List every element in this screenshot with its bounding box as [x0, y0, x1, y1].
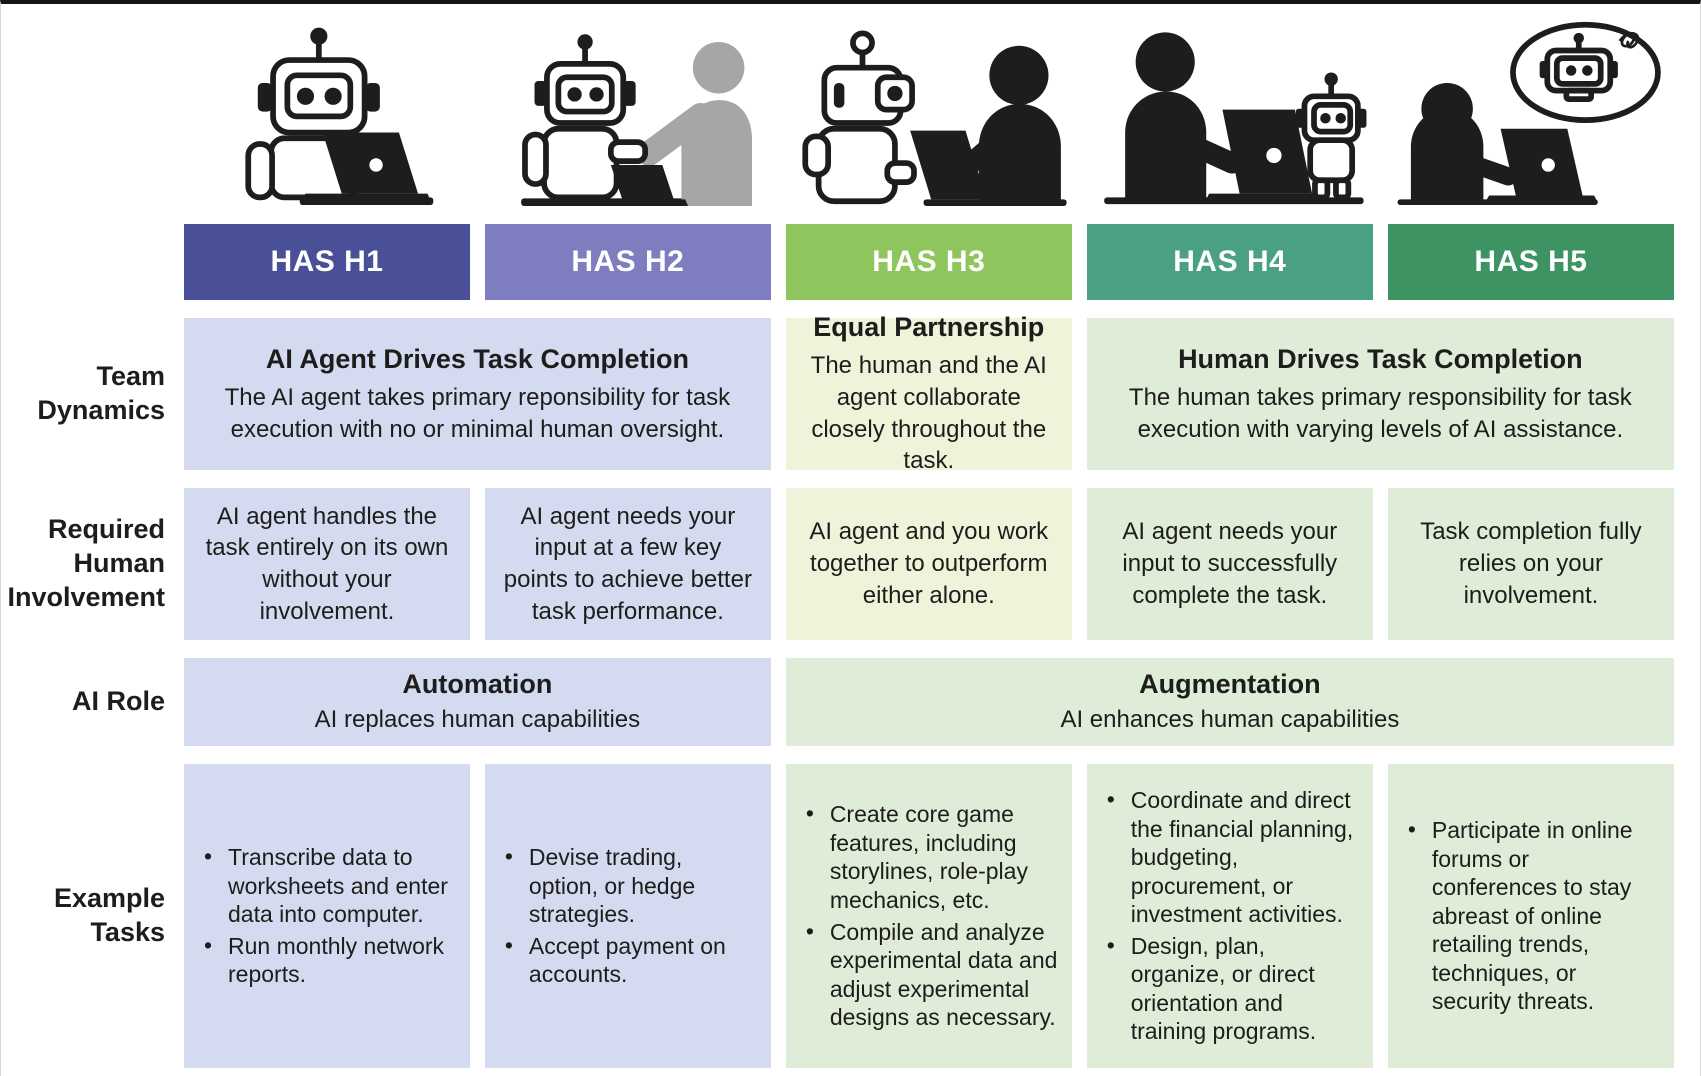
cell-title: AI Agent Drives Task Completion [265, 343, 689, 374]
cell-title: Human Drives Task Completion [1178, 343, 1583, 374]
team-dynamics-h3-cell: Equal Partnership The human and the AI a… [785, 312, 1072, 474]
cell-title: Augmentation [1139, 669, 1321, 700]
cell-body: AI enhances human capabilities [1060, 705, 1400, 733]
has-h2-header: HAS H2 [484, 224, 771, 300]
cell-body: AI replaces human capabilities [314, 705, 641, 733]
row-label-team-dynamics: Team Dynamics [37, 361, 165, 425]
task-item: Design, plan, organize, or direct orient… [1101, 931, 1359, 1046]
involvement-h5-cell: Task completion fully relies on your inv… [1387, 488, 1674, 640]
involvement-h1-cell: AI agent handles the task entirely on it… [184, 488, 470, 640]
has-h2-label: HAS H2 [571, 245, 685, 278]
human-with-robot-helper-icon [1087, 16, 1373, 206]
robot-handshake-human-icon [485, 16, 771, 206]
team-dynamics-h1-h2-cell: AI Agent Drives Task Completion The AI a… [184, 318, 771, 470]
cell-body: AI agent handles the task entirely on it… [205, 502, 449, 625]
task-item: Devise trading, option, or hedge strateg… [499, 842, 757, 929]
tasks-h5-cell: Participate in online forums or conferen… [1387, 764, 1674, 1068]
row-label-example-tasks: Example Tasks [53, 883, 165, 947]
has-levels-table: HAS H1 HAS H2 HAS H3 HAS H4 HAS H5 Team … [1, 16, 1674, 1068]
task-item: Participate in online forums or conferen… [1402, 815, 1660, 1016]
has-h1-header: HAS H1 [184, 224, 470, 300]
task-item: Run monthly network reports. [198, 931, 456, 989]
tasks-h3-cell: Create core game features, including sto… [785, 764, 1072, 1068]
has-h1-label: HAS H1 [270, 245, 384, 278]
ai-role-automation-cell: Automation AI replaces human capabilitie… [184, 658, 771, 746]
robot-at-laptop-icon [184, 16, 470, 206]
task-item: Create core game features, including sto… [800, 799, 1058, 914]
cell-body: AI agent needs your input to successfull… [1122, 518, 1338, 609]
has-h4-label: HAS H4 [1173, 245, 1287, 278]
involvement-h3-cell: AI agent and you work together to outper… [785, 488, 1072, 640]
tasks-h4-cell: Coordinate and direct the financial plan… [1086, 764, 1373, 1068]
involvement-h4-cell: AI agent needs your input to successfull… [1086, 488, 1373, 640]
human-imagining-robot-icon [1388, 16, 1674, 206]
task-list: Coordinate and direct the financial plan… [1101, 783, 1359, 1049]
cell-body: The AI agent takes primary reponsibility… [224, 384, 731, 443]
has-h3-label: HAS H3 [872, 245, 986, 278]
has-h4-header: HAS H4 [1086, 224, 1373, 300]
task-item: Transcribe data to worksheets and enter … [198, 842, 456, 929]
cell-body: The human and the AI agent collaborate c… [810, 352, 1047, 475]
team-dynamics-h4-h5-cell: Human Drives Task Completion The human t… [1086, 318, 1674, 470]
task-list: Devise trading, option, or hedge strateg… [499, 840, 757, 992]
task-list: Participate in online forums or conferen… [1402, 813, 1660, 1019]
involvement-h2-cell: AI agent needs your input at a few key p… [484, 488, 771, 640]
task-item: Coordinate and direct the financial plan… [1101, 785, 1359, 929]
tasks-h1-cell: Transcribe data to worksheets and enter … [184, 764, 470, 1068]
tasks-h2-cell: Devise trading, option, or hedge strateg… [484, 764, 771, 1068]
has-h5-label: HAS H5 [1474, 245, 1588, 278]
cell-body: Task completion fully relies on your inv… [1420, 518, 1642, 609]
ai-role-augmentation-cell: Augmentation AI enhances human capabilit… [785, 658, 1674, 746]
has-h3-header: HAS H3 [785, 224, 1072, 300]
cell-body: AI agent needs your input at a few key p… [503, 502, 752, 625]
cell-body: The human takes primary responsibility f… [1128, 384, 1632, 443]
cell-title: Automation [402, 669, 553, 700]
has-h5-header: HAS H5 [1387, 224, 1674, 300]
task-item: Accept payment on accounts. [499, 931, 757, 989]
cell-body: AI agent and you work together to outper… [809, 518, 1049, 609]
row-label-ai-role: AI Role [71, 686, 165, 717]
row-label-required-human-involvement: Required Human Involvement [7, 514, 165, 612]
task-list: Transcribe data to worksheets and enter … [198, 840, 456, 992]
task-item: Compile and analyze experimental data an… [800, 916, 1058, 1032]
task-list: Create core game features, including sto… [800, 797, 1058, 1034]
robot-and-human-working-together-icon [786, 16, 1072, 206]
cell-title: Equal Partnership [813, 311, 1045, 342]
